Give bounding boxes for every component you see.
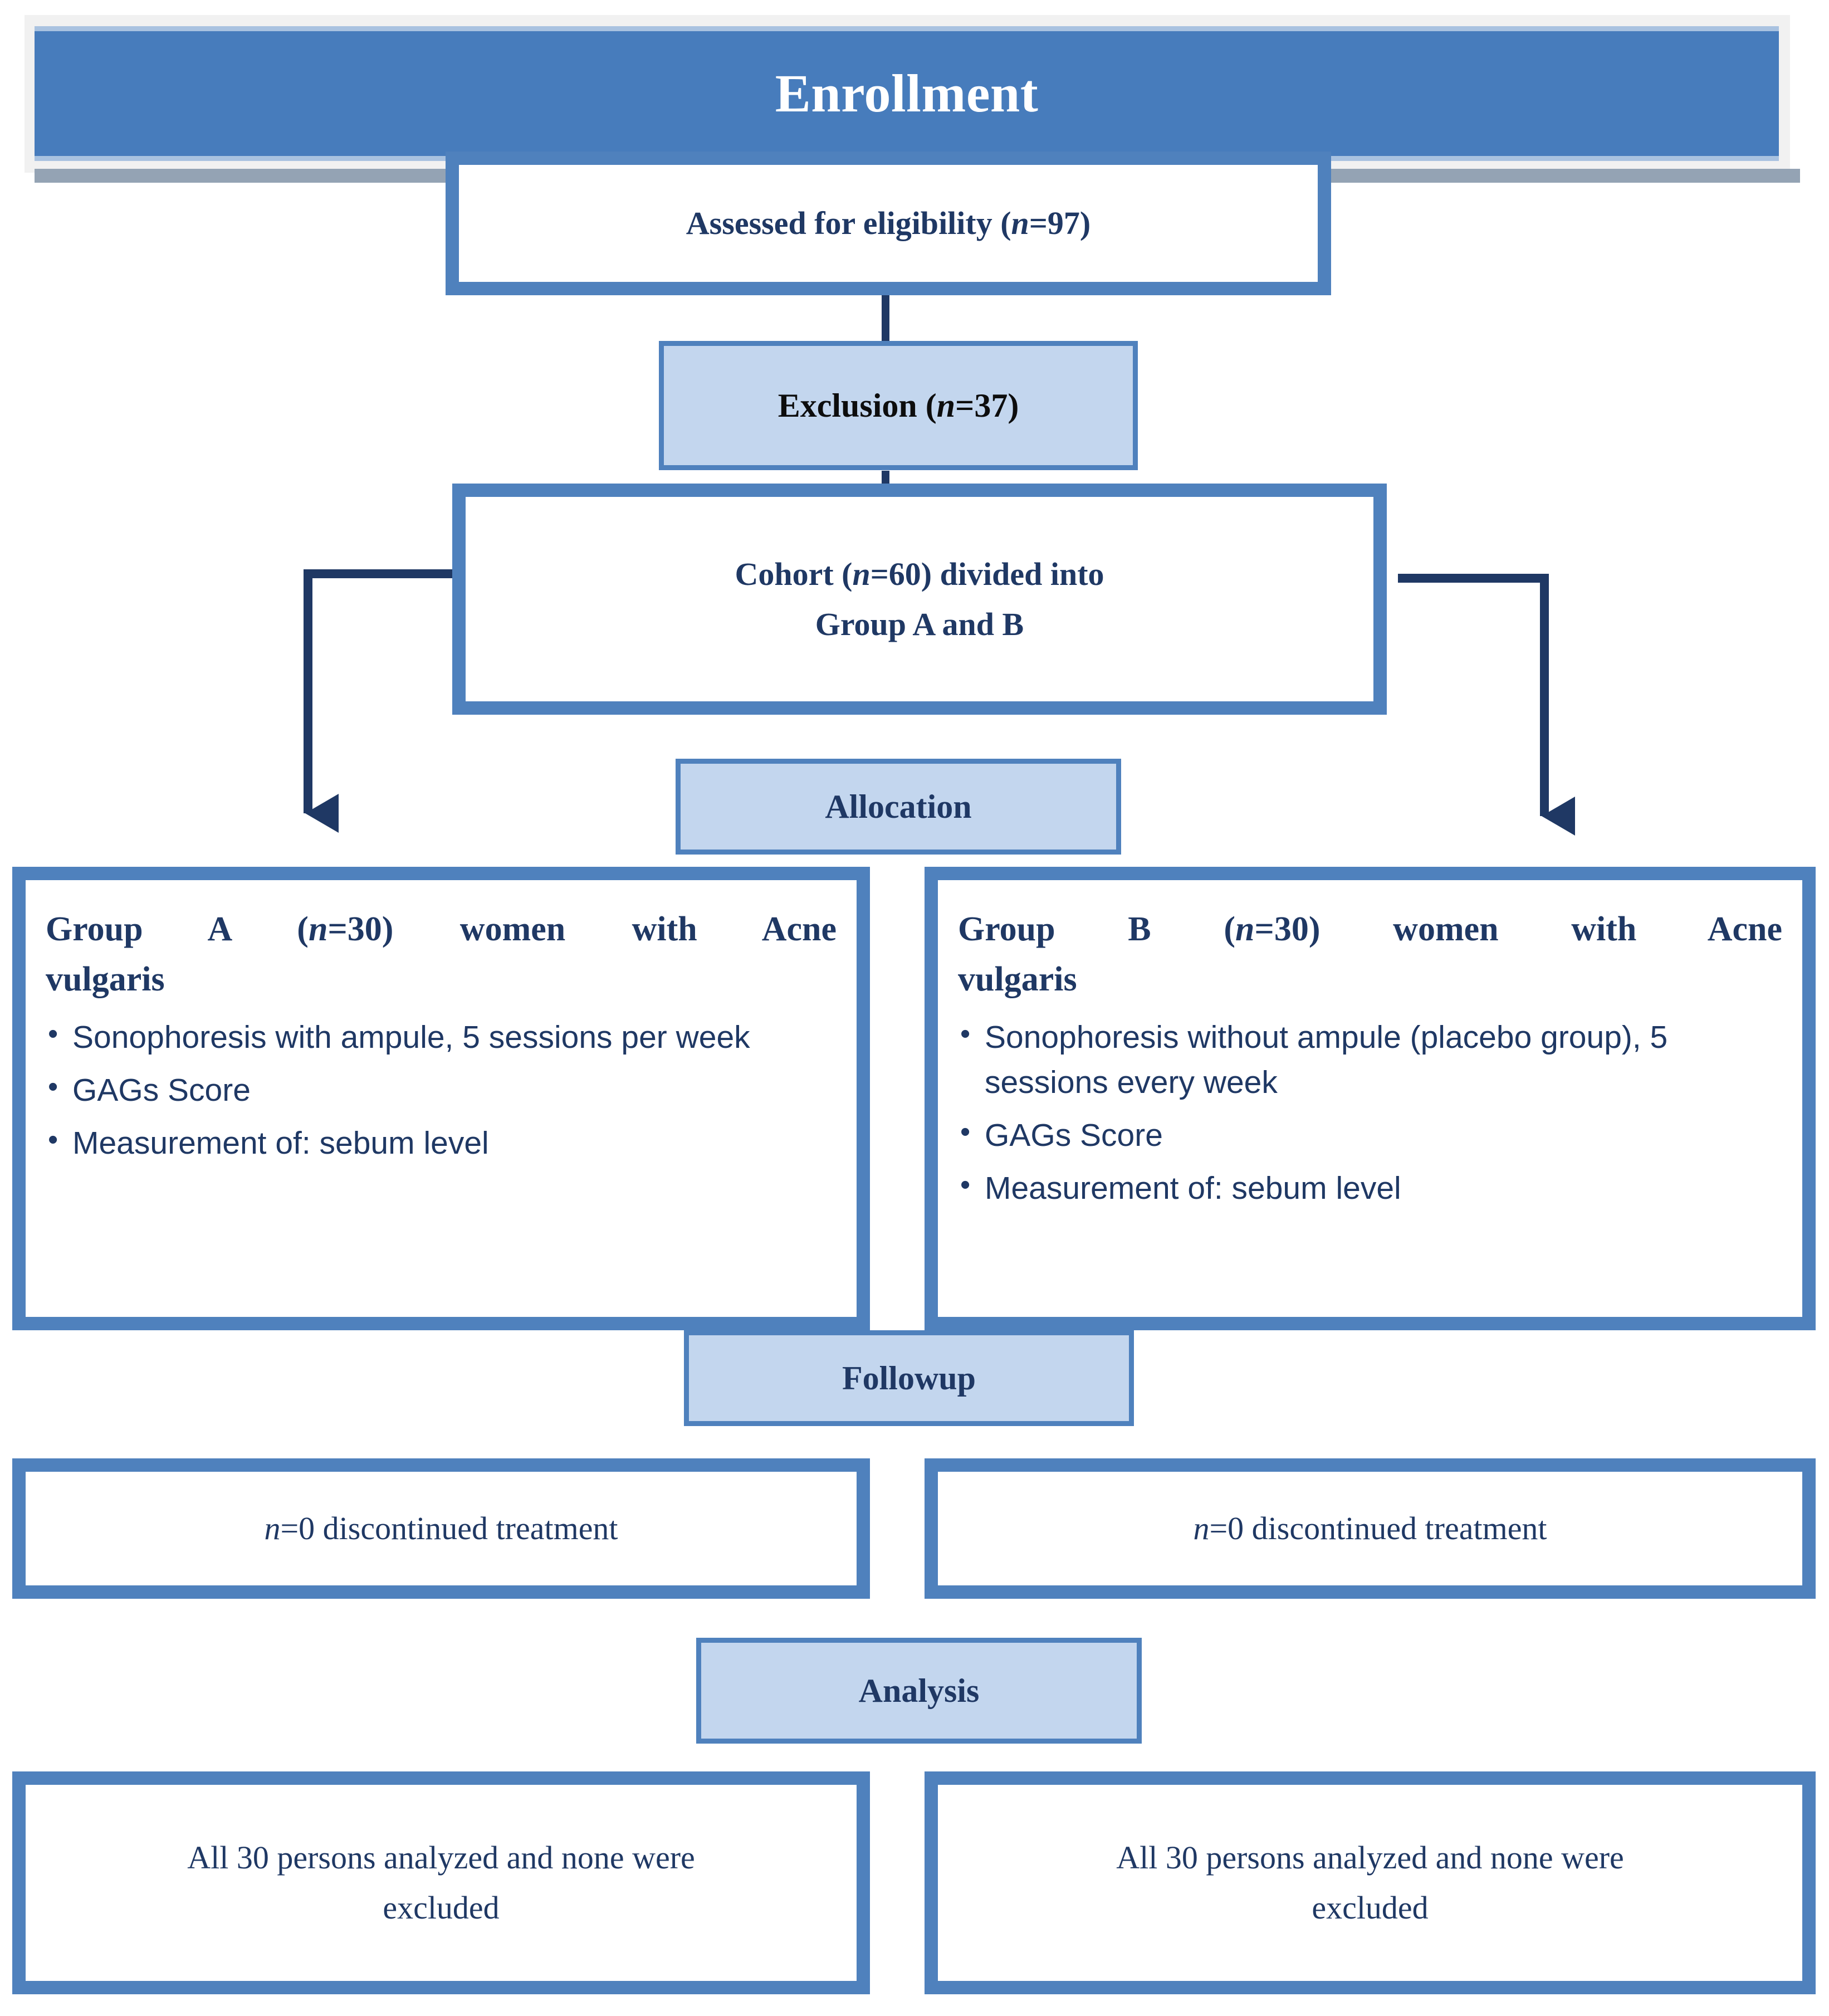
assessed-for-eligibility-text: Assessed for eligibility (n=97) xyxy=(459,198,1318,248)
followup-left-n-italic: n xyxy=(264,1510,281,1547)
analysis-left-line-1: All 30 persons analyzed and none were xyxy=(187,1839,695,1876)
followup-left-text: n=0 discontinued treatment xyxy=(26,1504,857,1554)
group-b-n-italic: n xyxy=(1235,910,1255,948)
cohort-suffix: =60) divided into xyxy=(870,555,1104,592)
followup-left-box: n=0 discontinued treatment xyxy=(12,1458,870,1599)
assessed-n-italic: n xyxy=(1011,205,1029,242)
group-a-box: Group A (n=30) women with Acne vulgaris … xyxy=(12,867,870,1330)
group-a-head-last: vulgaris xyxy=(46,960,165,998)
assessed-prefix: Assessed for eligibility ( xyxy=(686,205,1011,242)
exclusion-suffix: =37) xyxy=(955,387,1019,424)
followup-box: Followup xyxy=(684,1330,1134,1426)
group-b-bullet-2: GAGs Score xyxy=(958,1112,1782,1158)
group-b-heading: Group B (n=30) women with Acne vulgaris xyxy=(938,905,1802,1005)
group-a-heading: Group A (n=30) women with Acne vulgaris xyxy=(26,905,857,1005)
analysis-right-box: All 30 persons analyzed and none were ex… xyxy=(925,1771,1816,1994)
exclusion-prefix: Exclusion ( xyxy=(777,387,937,424)
cohort-prefix: Cohort ( xyxy=(735,555,853,592)
group-b-head-prefix: Group B ( xyxy=(958,910,1235,948)
analysis-left-line-2: excluded xyxy=(383,1890,500,1926)
followup-label: Followup xyxy=(842,1360,976,1397)
cohort-line-1: Cohort (n=60) divided into xyxy=(466,549,1373,599)
group-a-bullet-1: Sonophoresis with ampule, 5 sessions per… xyxy=(46,1014,837,1060)
group-a-bullet-3: Measurement of: sebum level xyxy=(46,1120,837,1166)
arrow-cohort-to-group-a xyxy=(304,569,457,833)
cohort-n-italic: n xyxy=(852,555,871,592)
assessed-suffix: =97) xyxy=(1029,205,1091,242)
allocation-label: Allocation xyxy=(825,788,972,825)
group-b-head-mid: =30) women with Acne xyxy=(1254,910,1782,948)
group-a-bullet-2: GAGs Score xyxy=(46,1067,837,1113)
assessed-for-eligibility-box: Assessed for eligibility (n=97) xyxy=(446,152,1331,295)
cohort-line-2: Group A and B xyxy=(815,606,1024,642)
group-b-bullet-list: Sonophoresis without ampule (placebo gro… xyxy=(938,1014,1802,1219)
group-a-head-prefix: Group A ( xyxy=(46,910,309,948)
analysis-right-line-2: excluded xyxy=(1312,1890,1429,1926)
analysis-label: Analysis xyxy=(858,1672,980,1709)
enrollment-title: Enrollment xyxy=(775,64,1039,123)
followup-left-body: =0 discontinued treatment xyxy=(280,1510,618,1547)
arrow-cohort-to-group-b xyxy=(1398,574,1575,836)
followup-right-body: =0 discontinued treatment xyxy=(1209,1510,1547,1547)
followup-right-text: n=0 discontinued treatment xyxy=(938,1504,1802,1554)
group-a-bullet-list: Sonophoresis with ampule, 5 sessions per… xyxy=(26,1014,857,1174)
group-b-head-last: vulgaris xyxy=(958,960,1077,998)
exclusion-n-italic: n xyxy=(936,387,956,424)
group-b-bullet-1: Sonophoresis without ampule (placebo gro… xyxy=(958,1014,1782,1105)
followup-right-n-italic: n xyxy=(1193,1510,1210,1547)
group-a-n-italic: n xyxy=(308,910,328,948)
analysis-box: Analysis xyxy=(696,1638,1142,1744)
analysis-left-box: All 30 persons analyzed and none were ex… xyxy=(12,1771,870,1994)
cohort-box: Cohort (n=60) divided into Group A and B xyxy=(452,484,1387,715)
exclusion-text: Exclusion (n=37) xyxy=(778,389,1019,422)
allocation-box: Allocation xyxy=(676,759,1121,855)
group-b-box: Group B (n=30) women with Acne vulgaris … xyxy=(925,867,1816,1330)
group-a-head-mid: =30) women with Acne xyxy=(327,910,837,948)
analysis-right-line-1: All 30 persons analyzed and none were xyxy=(1116,1839,1624,1876)
enrollment-banner: Enrollment xyxy=(35,26,1779,161)
group-b-bullet-3: Measurement of: sebum level xyxy=(958,1165,1782,1211)
followup-right-box: n=0 discontinued treatment xyxy=(925,1458,1816,1599)
exclusion-box: Exclusion (n=37) xyxy=(659,341,1138,470)
